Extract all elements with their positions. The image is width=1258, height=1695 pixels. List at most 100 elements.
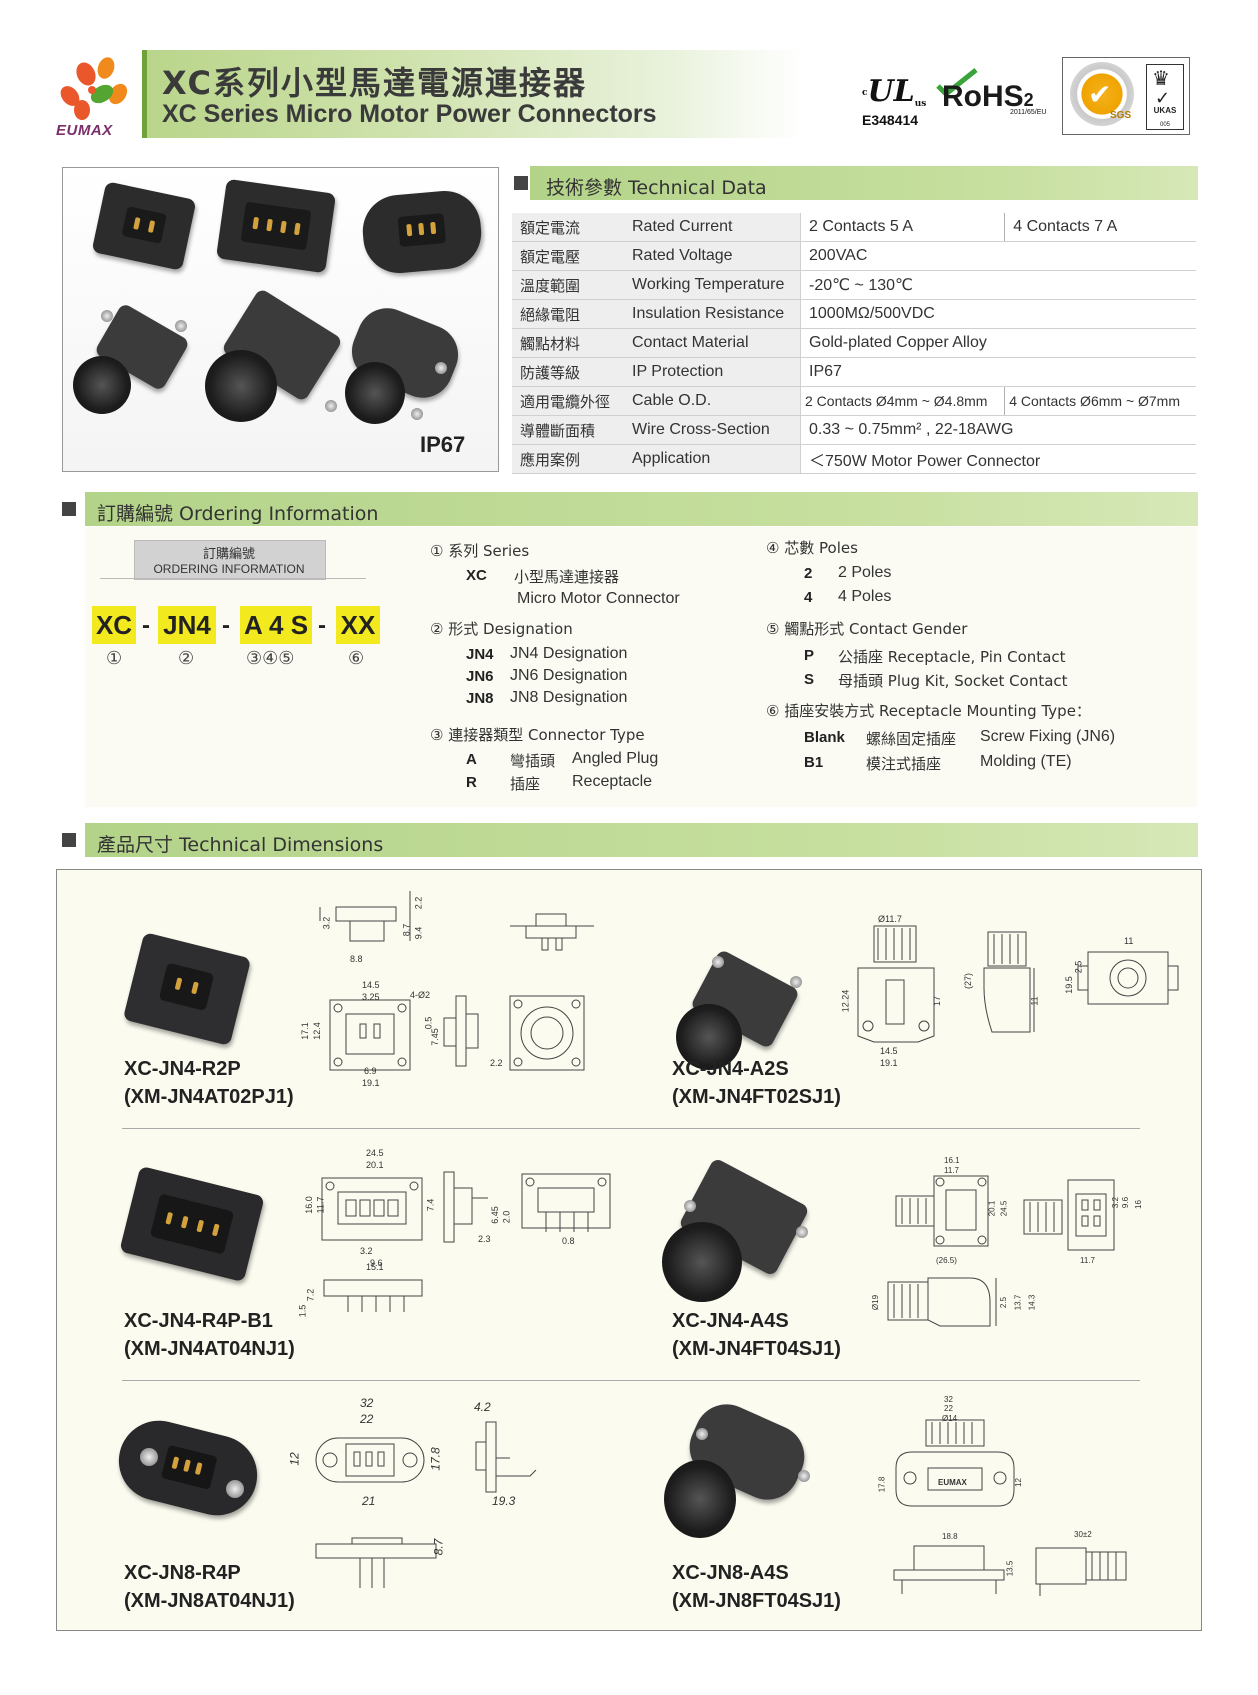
type-en: Receptacle (572, 773, 653, 790)
dim-label: Ø11.7 (878, 914, 902, 924)
a2s-profile-drawing (976, 928, 1046, 1043)
cell-value: IP67 (800, 357, 1196, 387)
rohs-text: RoHS (942, 80, 1024, 113)
model-alt-code: (XM-JN4FT04SJ1) (672, 1338, 841, 1360)
tech-section-title: 技術參數 Technical Data (546, 177, 767, 199)
cell-value: ＜750W Motor Power Connector (800, 444, 1196, 474)
dim-label: 11 (1029, 996, 1040, 1006)
table-row: 導體斷面積 Wire Cross-Section 0.33 ~ 0.75mm² … (512, 415, 1196, 445)
dim-label: 7.2 (305, 1288, 316, 1302)
dim-label: 14.3 (1027, 1294, 1037, 1311)
header-band (142, 50, 802, 138)
dim-label: 4.2 (474, 1400, 491, 1414)
a2s-rear-drawing (1077, 944, 1179, 1019)
code-type-poles-gender: A 4 S (240, 606, 312, 644)
model-name: XC-JN8-A4S (672, 1562, 789, 1584)
dim-label: 17.8 (877, 1476, 887, 1493)
section-bullet-icon (62, 502, 76, 516)
code-index: ⑥ (348, 648, 365, 669)
heading-num: ⑤ (766, 620, 780, 638)
tech-data-table: 額定電流 Rated Current 2 Contacts 5 A 4 Cont… (512, 213, 1196, 474)
gender-heading: ⑤ 觸點形式 Contact Gender (766, 618, 967, 639)
cell-value: 2 Contacts 5 A (800, 213, 1006, 242)
dim-label: 6.9 (364, 1066, 377, 1076)
designation-text: JN4 Designation (510, 645, 628, 662)
r2p-front-drawing (320, 990, 420, 1085)
table-row: 絕緣電阻 Insulation Resistance 1000MΩ/500VDC (512, 299, 1196, 329)
cell-label-zh: 額定電流 (512, 213, 624, 242)
heading-num: ⑥ (766, 702, 780, 720)
cell-label-zh: 適用電纜外徑 (512, 386, 624, 416)
cell-value: 2 Contacts Ø4mm ~ Ø4.8mm (800, 386, 1006, 416)
dim-label: 9.6 (1121, 1196, 1131, 1209)
a2s-side-drawing (848, 918, 948, 1063)
heading-en: Series (483, 542, 530, 560)
cell-value: Gold-plated Copper Alloy (800, 328, 1196, 358)
sgs-seal-icon (1070, 62, 1134, 126)
series-zh: 小型馬達連接器 (514, 568, 620, 586)
dim-label: 0.8 (562, 1236, 575, 1246)
dim-label: 3.2 (1111, 1196, 1121, 1209)
cell-label-en: Wire Cross-Section (624, 415, 801, 445)
table-row: 應用案例 Application ＜750W Motor Power Conne… (512, 444, 1196, 474)
type-zh: 彎插頭 (510, 752, 556, 770)
embossed-logo-text: EUMAX (938, 1478, 967, 1487)
model-name: XC-JN4-R2P (124, 1058, 241, 1080)
dim-label: 1.5 (297, 1304, 308, 1318)
screw-icon (226, 1480, 244, 1498)
dim-label: 32 (360, 1396, 374, 1410)
page-title-en: XC Series Micro Motor Power Connectors (162, 100, 657, 128)
model-alt-code: (XM-JN4FT02SJ1) (672, 1086, 841, 1108)
screw-icon (796, 1226, 808, 1238)
dim-label: 4-Ø2 (410, 990, 431, 1000)
code-index: ② (178, 648, 195, 669)
dim-label: 8.7 (431, 1538, 446, 1556)
table-row: 防護等級 IP Protection IP67 (512, 357, 1196, 387)
r2p-profile-drawing (440, 992, 490, 1087)
r4p-profile-drawing (432, 1168, 492, 1253)
screw-icon (684, 1200, 696, 1212)
code-dash: - (142, 612, 150, 639)
section-bullet-icon (514, 176, 528, 190)
dim-label: (26.5) (936, 1256, 957, 1265)
cell-value: 4 Contacts 7 A (1004, 213, 1196, 242)
mounting-zh: 螺絲固定插座 (866, 730, 957, 748)
ordering-section-band (85, 492, 1198, 526)
dim-label: 2.5 (999, 1296, 1009, 1309)
heading-en: Connector Type (528, 726, 645, 744)
designation-code: JN4 (466, 646, 494, 663)
dim-label: 17.1 (299, 1022, 310, 1040)
heading-zh: 芯數 (784, 539, 815, 557)
dim-label: 24.5 (366, 1148, 384, 1158)
gender-text: 母插頭 Plug Kit, Socket Contact (838, 672, 1068, 690)
sgs-label: SGS (1110, 110, 1132, 121)
code-index: ③④⑤ (246, 648, 295, 669)
code-mounting: XX (336, 606, 380, 644)
code-designation: JN4 (158, 606, 216, 644)
dim-label: 20.1 (366, 1160, 384, 1170)
heading-en: Contact Gender (849, 620, 968, 638)
model-alt-code: (XM-JN4AT04NJ1) (124, 1338, 295, 1360)
dim-label: 11 (1124, 936, 1134, 946)
dim-label: 7.45 (429, 1028, 440, 1046)
heading-num: ② (430, 620, 444, 638)
heading-zh: 插座安裝方式 (784, 702, 875, 720)
dim-label: 18.8 (942, 1532, 958, 1541)
cell-label-zh: 觸點材料 (512, 328, 624, 358)
dim-label: 19.3 (492, 1494, 516, 1508)
dim-label: 11.7 (315, 1196, 326, 1214)
crown-icon: ♛ (1152, 68, 1170, 90)
cable-nut-icon (73, 356, 131, 414)
designation-text: JN8 Designation (510, 689, 628, 706)
table-row: 額定電流 Rated Current 2 Contacts 5 A 4 Cont… (512, 213, 1196, 242)
model-alt-code: (XM-JN8AT04NJ1) (124, 1590, 295, 1612)
series-heading: ① 系列 Series (430, 540, 529, 561)
r4p-front-drawing (318, 1172, 428, 1257)
screw-icon (175, 320, 187, 332)
dim-label: 2.2 (490, 1058, 503, 1068)
dim-label: 12 (287, 1452, 302, 1466)
dim-label: 24.5 (999, 1200, 1009, 1217)
ul-logo-icon: cULus (862, 74, 927, 109)
dim-label: 22 (360, 1412, 374, 1426)
screw-icon (696, 1428, 708, 1440)
